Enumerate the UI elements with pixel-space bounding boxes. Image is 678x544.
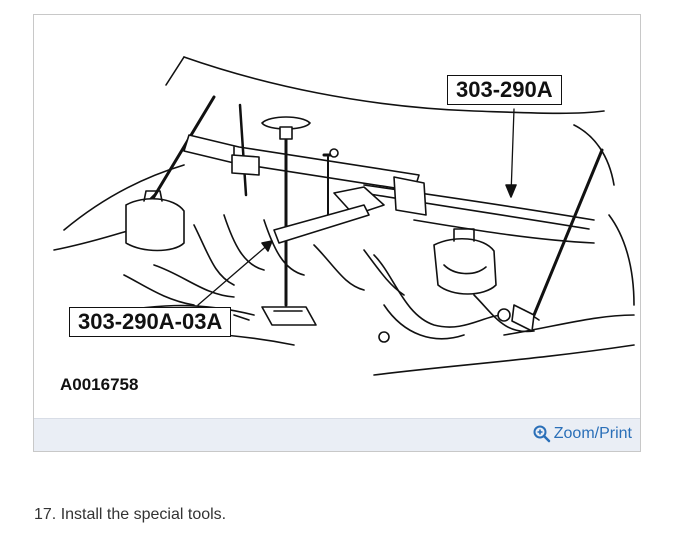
zoom-print-label: Zoom/Print: [553, 425, 632, 442]
engine-bay-illustration: [53, 56, 635, 376]
figure-frame: 303-290A 303-290A-03A A0016758 Zoom/Prin…: [33, 14, 641, 452]
step-caption: 17. Install the special tools.: [34, 506, 227, 523]
callout-tool-303-290A-03A: 303-290A-03A: [69, 307, 232, 337]
figure-id: A0016758: [60, 375, 139, 394]
figure-footer: Zoom/Print: [34, 418, 640, 451]
callout-tool-303-290A: 303-290A: [447, 75, 562, 105]
zoom-in-icon: [533, 425, 550, 443]
zoom-print-link[interactable]: Zoom/Print: [533, 425, 632, 443]
